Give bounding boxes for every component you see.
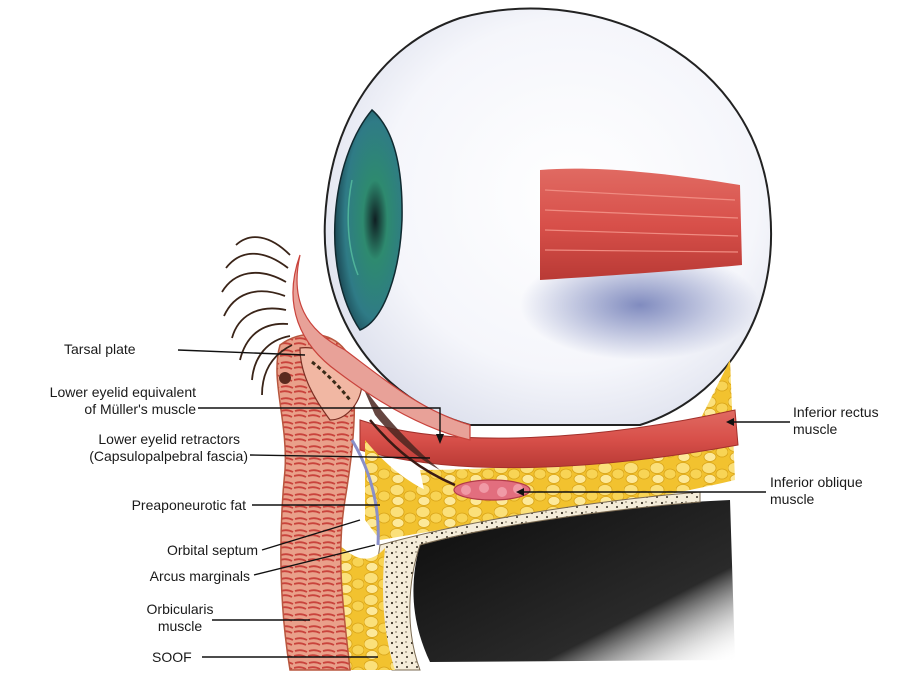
label-orbital-septum: Orbital septum — [0, 542, 258, 559]
label-orbicularis-line1: Orbicularis — [140, 601, 220, 618]
label-orbicularis-line2: muscle — [140, 618, 220, 635]
label-muller-line1: Lower eyelid equivalent — [0, 384, 196, 401]
superior-muscle-bundle — [540, 169, 742, 280]
oblique-lobule — [497, 487, 507, 497]
label-inferior-oblique-line2: muscle — [770, 491, 814, 508]
label-inferior-oblique-line1: Inferior oblique — [770, 474, 863, 491]
label-retractors-line1: Lower eyelid retractors — [0, 431, 240, 448]
label-inferior-rectus-line1: Inferior rectus — [793, 404, 879, 421]
label-inferior-rectus-line2: muscle — [793, 421, 837, 438]
label-tarsal-plate: Tarsal plate — [64, 341, 136, 358]
lash-follicle — [279, 372, 291, 384]
label-soof: SOOF — [152, 649, 192, 666]
label-retractors-line2: (Capsulopalpebral fascia) — [0, 448, 248, 465]
label-arcus-marginals: Arcus marginals — [0, 568, 250, 585]
label-preaponeurotic-fat: Preaponeurotic fat — [0, 497, 246, 514]
label-muller-line2: of Müller's muscle — [0, 401, 196, 418]
oblique-lobule — [479, 483, 489, 493]
oblique-lobule — [461, 485, 471, 495]
